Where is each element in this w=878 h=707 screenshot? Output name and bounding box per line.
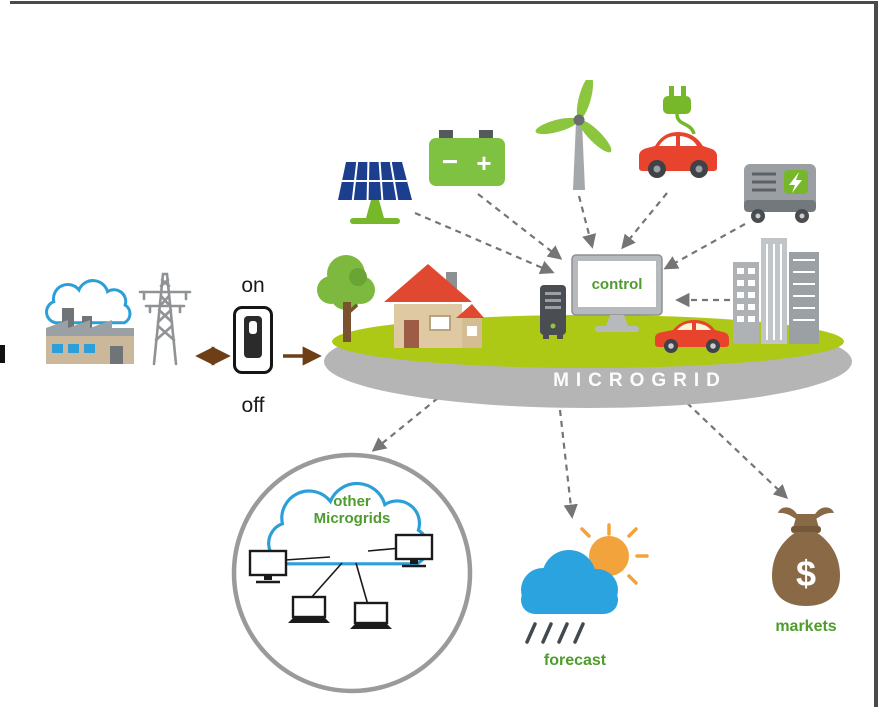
battery-plus: + bbox=[476, 148, 491, 178]
monitor-icon bbox=[570, 253, 664, 335]
wind-turbine-icon bbox=[533, 80, 625, 198]
network-laptop-icon bbox=[288, 595, 330, 623]
switch-off-label: off bbox=[241, 394, 265, 417]
network-monitor-icon bbox=[248, 549, 288, 584]
window-border-top bbox=[10, 1, 876, 4]
left-edge-artifact bbox=[0, 345, 5, 363]
network-laptop-icon bbox=[350, 601, 392, 629]
control-label: control bbox=[591, 276, 643, 293]
arrow-generator-control bbox=[663, 223, 746, 270]
cloud-network-icon: other Microgrids bbox=[230, 451, 474, 695]
markets-label: markets bbox=[775, 618, 837, 635]
arrow-battery-control bbox=[477, 193, 563, 260]
weather-icon bbox=[505, 520, 655, 648]
factory-icon bbox=[38, 272, 142, 366]
arrow-ev-control bbox=[621, 192, 668, 250]
arrow-solar-control bbox=[414, 211, 555, 275]
switch-handle bbox=[244, 316, 262, 358]
house-icon bbox=[380, 258, 484, 352]
window-border-right bbox=[874, 1, 878, 707]
other-microgrids-label: other Microgrids bbox=[313, 493, 391, 528]
switch-slot bbox=[249, 321, 257, 334]
switch-on-label: on bbox=[241, 274, 265, 297]
ev-charging-icon bbox=[633, 84, 721, 192]
car-icon bbox=[651, 314, 733, 356]
buildings-icon bbox=[733, 236, 825, 344]
switch-icon bbox=[233, 306, 273, 374]
money-bag-icon: $ bbox=[768, 500, 844, 612]
battery-icon: − + bbox=[427, 126, 507, 192]
generator-icon bbox=[740, 156, 820, 226]
arrow-wind-control bbox=[577, 195, 597, 249]
arrow-platform-markets bbox=[686, 402, 789, 499]
transmission-tower-icon bbox=[134, 262, 196, 366]
tree-icon bbox=[316, 250, 376, 348]
forecast-label: forecast bbox=[543, 652, 607, 669]
battery-minus: − bbox=[442, 146, 458, 177]
arrow-platform-forecast bbox=[558, 409, 578, 519]
arrow-platform-othergrids bbox=[371, 397, 439, 452]
network-monitor-icon bbox=[394, 533, 434, 568]
microgrid-label: MICROGRID bbox=[553, 370, 727, 391]
dollar-symbol: $ bbox=[796, 553, 816, 594]
solar-panel-icon bbox=[332, 158, 418, 232]
server-icon bbox=[539, 284, 567, 340]
